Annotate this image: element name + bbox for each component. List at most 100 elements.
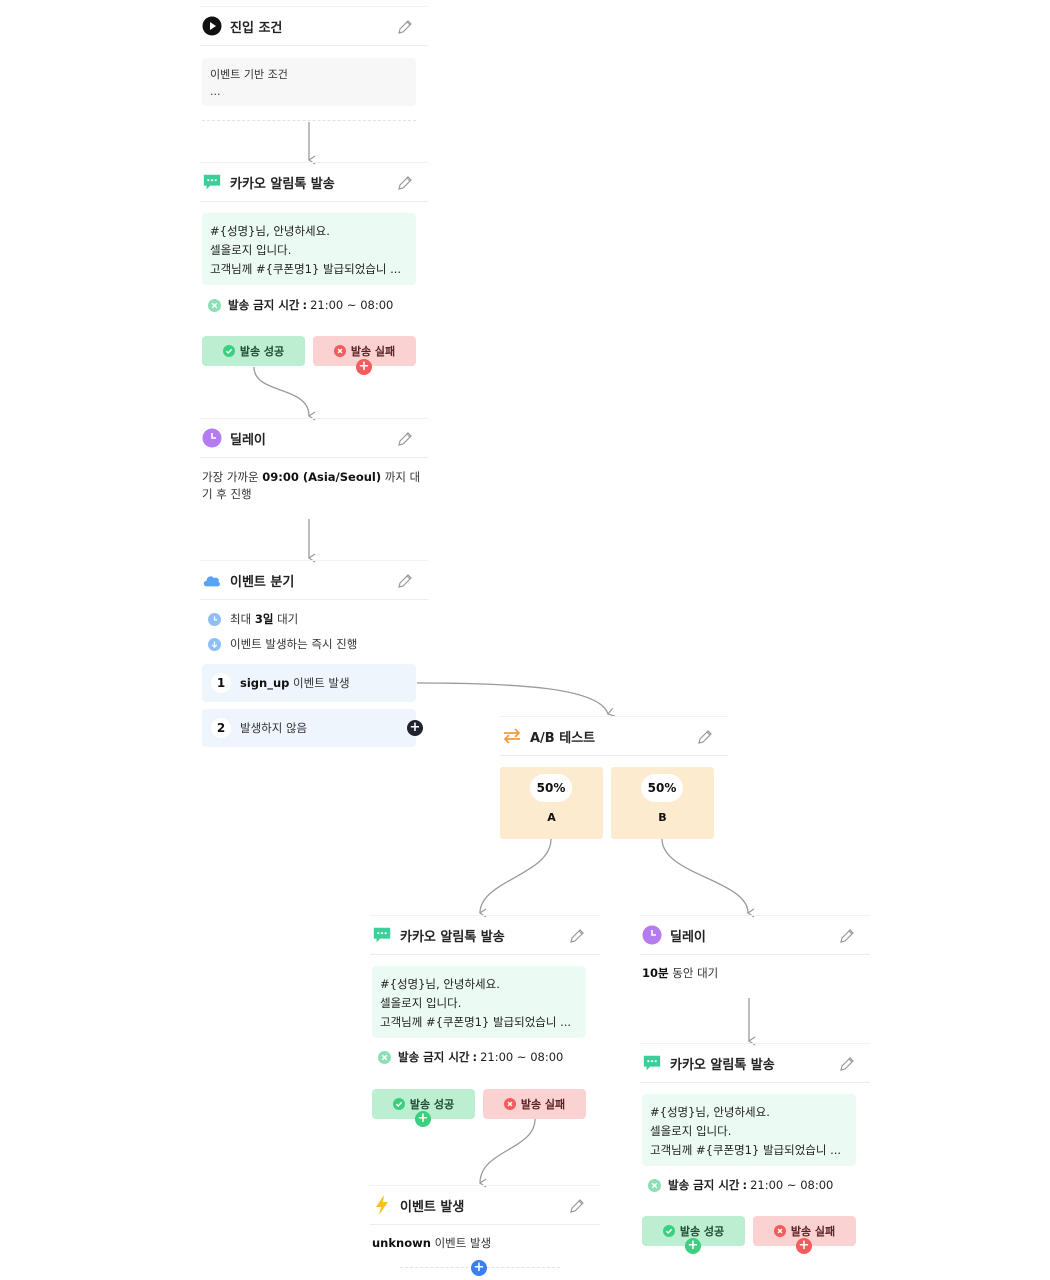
kakao-header: 카카오 알림톡 발송 (370, 915, 600, 955)
ban-icon (208, 298, 221, 312)
message-preview: #{성명}님, 안녕하세요. 셀올로지 입니다. 고객님께 #{쿠폰명1} 발급… (202, 213, 416, 285)
clock-icon (202, 428, 222, 448)
connector-success-delay1 (253, 366, 316, 421)
add-step-button[interactable]: + (685, 1238, 701, 1254)
event-branch-node[interactable]: 이벤트 분기 최대 3일 대기 이벤트 발생하는 즉시 진행 1 sign_up… (200, 560, 428, 750)
ban-icon (648, 1178, 661, 1192)
ban-time-row: 발송 금지 시간 : 21:00 ~ 08:00 (378, 1049, 563, 1065)
chat-bubble-icon (202, 172, 222, 192)
delay-header: 딜레이 (200, 418, 428, 458)
check-circle-icon (392, 1098, 405, 1110)
branch-number: 2 (211, 718, 231, 738)
message-line: 고객님께 #{쿠폰명1} 발급되었습니 ... (650, 1143, 842, 1157)
message-line: #{성명}님, 안녕하세요. (210, 224, 330, 238)
add-step-button[interactable]: + (407, 720, 423, 736)
message-line: 셀올로지 입니다. (210, 243, 292, 257)
event-fire-node[interactable]: 이벤트 발생 unknown 이벤트 발생 + (370, 1185, 600, 1277)
add-step-button[interactable]: + (471, 1260, 487, 1276)
entry-condition-line: ... (210, 85, 221, 98)
button-label: 발송 실패 (790, 1225, 836, 1238)
connector-ab-b (661, 838, 755, 918)
check-circle-icon (662, 1225, 675, 1237)
variant-label: B (658, 811, 667, 824)
clock-icon (642, 925, 662, 945)
event-fire-header: 이벤트 발생 (370, 1185, 600, 1225)
x-circle-icon (333, 345, 346, 357)
entry-condition-line: 이벤트 기반 조건 (210, 68, 288, 81)
node-title: 이벤트 분기 (230, 574, 295, 590)
node-title: 카카오 알림톡 발송 (400, 929, 505, 945)
node-title: 카카오 알림톡 발송 (670, 1057, 775, 1073)
message-line: 셀올로지 입니다. (650, 1124, 732, 1138)
branch-option-1[interactable]: 1 sign_up 이벤트 발생 (202, 664, 416, 702)
message-preview: #{성명}님, 안녕하세요. 셀올로지 입니다. 고객님께 #{쿠폰명1} 발급… (642, 1094, 856, 1166)
x-circle-icon (773, 1225, 786, 1237)
delay-description: 10분 동안 대기 (642, 966, 719, 980)
branch-option-2[interactable]: 2 발생하지 않음 (202, 709, 416, 747)
cloud-icon (202, 570, 222, 590)
pencil-icon[interactable] (838, 1055, 856, 1073)
x-circle-icon (503, 1098, 516, 1110)
add-step-button[interactable]: + (796, 1238, 812, 1254)
delay-node-2[interactable]: 딜레이 10분 동안 대기 (640, 915, 870, 995)
message-line: 셀올로지 입니다. (380, 996, 462, 1010)
ban-label: 발송 금지 시간 (228, 298, 300, 312)
entry-condition-box: 이벤트 기반 조건 ... (202, 58, 416, 106)
delay-node-1[interactable]: 딜레이 가장 가까운 09:00 (Asia/Seoul) 까지 대 기 후 진… (200, 418, 428, 514)
ab-test-header: A/B 테스트 (500, 716, 728, 756)
event-branch-header: 이벤트 분기 (200, 560, 428, 600)
entry-header: 진입 조건 (200, 6, 428, 46)
button-label: 발송 성공 (239, 345, 285, 358)
node-title: 카카오 알림톡 발송 (230, 176, 335, 192)
pencil-icon[interactable] (568, 1197, 586, 1215)
play-circle-icon (202, 16, 222, 36)
lightning-icon (372, 1195, 392, 1215)
message-line: #{성명}님, 안녕하세요. (650, 1105, 770, 1119)
add-step-button[interactable]: + (415, 1111, 431, 1127)
ban-label: 발송 금지 시간 (668, 1178, 740, 1192)
clock-small-icon (208, 612, 221, 626)
delay-description: 가장 가까운 09:00 (Asia/Seoul) 까지 대 기 후 진행 (202, 470, 421, 501)
event-description: unknown 이벤트 발생 (372, 1236, 492, 1250)
connector-branch-ab (416, 682, 616, 717)
chat-bubble-icon (372, 925, 392, 945)
delay-header: 딜레이 (640, 915, 870, 955)
success-branch-button[interactable]: 발송 성공 (642, 1216, 745, 1246)
pencil-icon[interactable] (696, 728, 714, 746)
connector-ab-a (478, 838, 552, 918)
node-title: 진입 조건 (230, 20, 283, 36)
entry-node[interactable]: 진입 조건 이벤트 기반 조건 ... (200, 6, 428, 121)
add-step-button[interactable]: + (356, 359, 372, 375)
pencil-icon[interactable] (396, 174, 414, 192)
max-wait-row: 최대 3일 대기 (208, 611, 298, 627)
ban-time-row: 발송 금지 시간 : 21:00 ~ 08:00 (208, 297, 393, 313)
kakao-node-3[interactable]: 카카오 알림톡 발송 #{성명}님, 안녕하세요. 셀올로지 입니다. 고객님께… (640, 1043, 870, 1255)
kakao-node-2[interactable]: 카카오 알림톡 발송 #{성명}님, 안녕하세요. 셀올로지 입니다. 고객님께… (370, 915, 600, 1127)
variant-percentage: 50% (641, 774, 683, 802)
arrow-down-circle-icon (208, 637, 221, 651)
pencil-icon[interactable] (396, 430, 414, 448)
pencil-icon[interactable] (396, 572, 414, 590)
node-title: 딜레이 (230, 432, 266, 448)
pencil-icon[interactable] (838, 927, 856, 945)
button-label: 발송 성공 (409, 1098, 455, 1111)
pencil-icon[interactable] (396, 18, 414, 36)
ab-test-node[interactable]: A/B 테스트 50% A 50% B (500, 716, 728, 842)
button-label: 발송 실패 (350, 345, 396, 358)
ban-time-row: 발송 금지 시간 : 21:00 ~ 08:00 (648, 1177, 833, 1193)
variant-label: A (547, 811, 556, 824)
ban-icon (378, 1050, 391, 1064)
success-branch-button[interactable]: 발송 성공 (372, 1089, 475, 1119)
button-label: 발송 성공 (679, 1225, 725, 1238)
success-branch-button[interactable]: 발송 성공 (202, 336, 305, 366)
kakao-node-1[interactable]: 카카오 알림톡 발송 #{성명}님, 안녕하세요. 셀올로지 입니다. 고객님께… (200, 162, 428, 375)
message-preview: #{성명}님, 안녕하세요. 셀올로지 입니다. 고객님께 #{쿠폰명1} 발급… (372, 966, 586, 1038)
check-circle-icon (222, 345, 235, 357)
branch-number: 1 (211, 673, 231, 693)
ab-variant-a[interactable]: 50% A (500, 767, 603, 839)
ab-variant-b[interactable]: 50% B (611, 767, 714, 839)
pencil-icon[interactable] (568, 927, 586, 945)
fail-branch-button[interactable]: 발송 실패 (483, 1089, 586, 1119)
node-title: A/B 테스트 (530, 730, 596, 746)
message-line: 고객님께 #{쿠폰명1} 발급되었습니 ... (380, 1015, 572, 1029)
